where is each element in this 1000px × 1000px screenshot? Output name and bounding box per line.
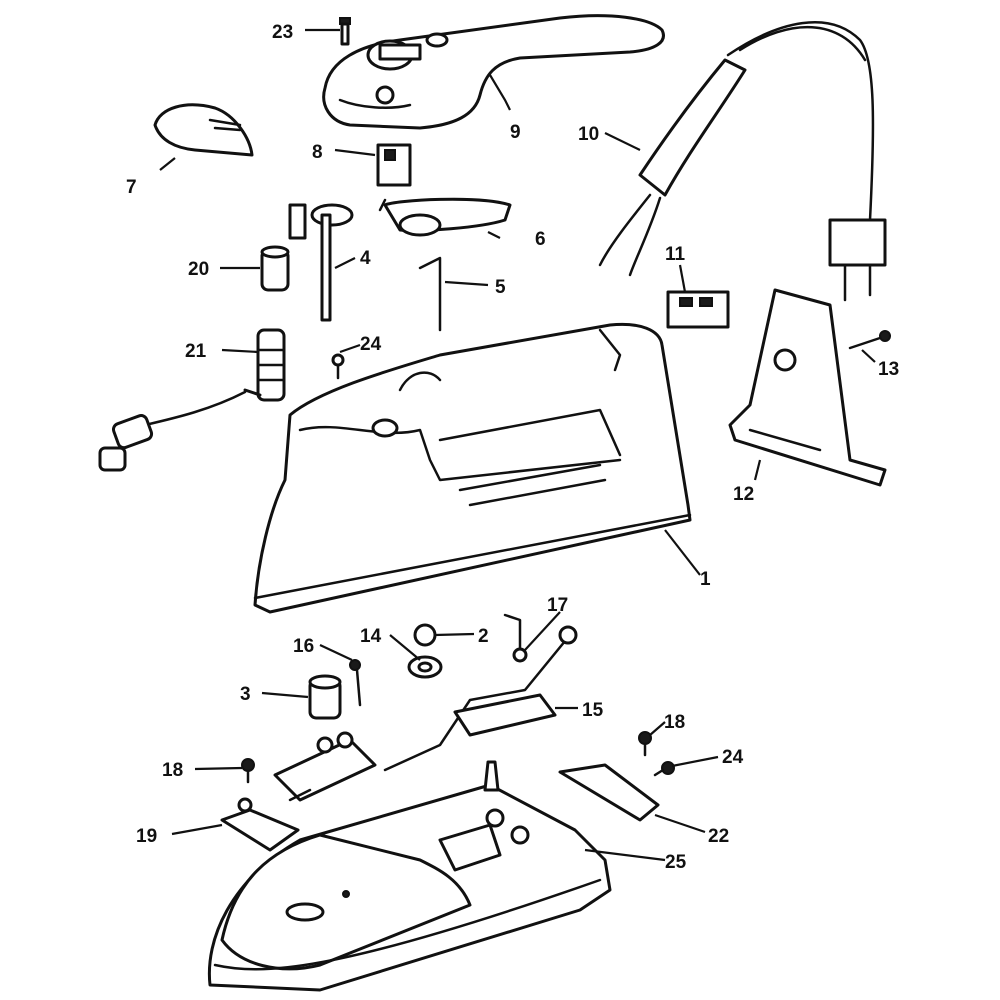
callout-18-left: 18 [162,760,183,781]
part-bracket-6 [378,197,512,237]
part-screw-18-right [638,731,652,757]
part-screw-13 [848,330,891,350]
part-screw-24-right [653,761,675,777]
callout-13: 13 [878,359,899,380]
callout-24-top: 24 [360,334,382,355]
callout-14: 14 [360,626,382,647]
part-plunger-4 [288,203,354,322]
callout-8: 8 [312,142,323,163]
callout-15: 15 [582,700,604,721]
callout-5: 5 [495,277,506,298]
callout-19: 19 [136,826,157,847]
part-handle-top [322,14,665,130]
part-cylinder-3 [308,674,342,720]
part-screw-24-top [331,353,345,380]
part-contact-assembly [273,731,377,802]
callout-10: 10 [578,124,599,145]
callout-labels: 23 9 7 8 10 4 6 5 20 11 21 24 13 12 1 2 … [126,22,899,873]
part-rod-5 [418,256,442,332]
leader-lines [159,28,876,862]
callout-9: 9 [510,122,521,143]
part-heelrest-12 [728,288,887,487]
callout-3: 3 [240,684,251,705]
part-pump-22 [98,328,286,472]
part-washer-14 [407,655,443,679]
callout-25: 25 [665,852,687,873]
callout-17: 17 [547,595,568,616]
part-body-shell-1 [253,322,692,614]
part-screw-18-left [241,758,255,784]
part-soleplate-25 [207,760,612,992]
part-screw-16 [349,659,362,707]
callout-7: 7 [126,177,137,198]
part-plate-15 [453,693,557,737]
callout-21: 20 [188,259,209,280]
callout-6: 6 [535,229,546,250]
callout-2: 2 [478,626,489,647]
part-switch-8 [376,143,412,187]
callout-11: 11 [665,244,686,265]
part-nut-2 [413,623,437,647]
callout-4: 4 [360,248,371,269]
callout-20: 22 [708,826,729,847]
callout-18-right: 18 [664,712,685,733]
part-thermostat-17 [383,613,578,772]
part-screw-23 [339,17,351,46]
part-shield-7 [153,103,254,157]
part-bracket-19 [220,797,300,852]
part-connector-11 [666,290,730,329]
callout-1: 1 [700,569,711,590]
callout-23: 23 [272,22,293,43]
callout-16: 16 [293,636,314,657]
callout-12: 12 [733,484,754,505]
part-bracket-20 [558,763,660,822]
part-cap-21 [260,245,290,292]
callout-24-right: 24 [722,747,744,768]
callout-22: 21 [185,341,207,362]
part-cord-10 [598,21,887,302]
